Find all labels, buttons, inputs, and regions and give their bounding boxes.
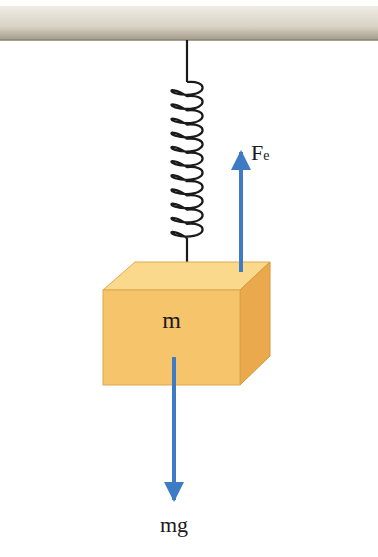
- block: [103, 262, 270, 385]
- spring: [171, 40, 202, 270]
- mass-label: m: [162, 307, 181, 334]
- force-arrow: [239, 152, 243, 272]
- spring-coil: [171, 82, 202, 238]
- mass-block: m: [103, 290, 240, 350]
- weight-arrow: [172, 357, 176, 500]
- weight-label: mg: [160, 512, 188, 538]
- force-label: Fe: [251, 140, 269, 166]
- ceiling-edge: [0, 39, 378, 41]
- ceiling: [0, 6, 378, 40]
